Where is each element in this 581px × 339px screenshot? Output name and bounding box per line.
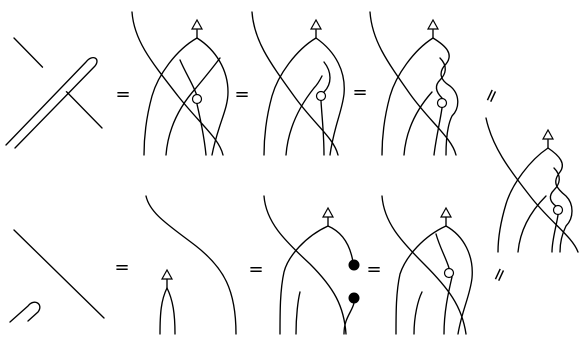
strand-to-node xyxy=(323,61,331,93)
right-panel xyxy=(485,117,579,253)
equals-sign: = xyxy=(366,259,381,280)
strand-long-curve xyxy=(263,195,347,335)
equals-sign: = xyxy=(115,84,130,105)
strand-vertex-left xyxy=(395,225,447,335)
triangle-vertex xyxy=(160,268,174,280)
strand-inner xyxy=(295,291,301,335)
triangle-vertex xyxy=(309,18,323,30)
triangle-vertex xyxy=(190,18,204,30)
strand-to-node xyxy=(179,59,198,97)
strand-vertex-left xyxy=(159,287,168,335)
strand-inner-left xyxy=(517,195,547,253)
strand-long-diagonal xyxy=(369,11,457,156)
equals-sign-rotated: = xyxy=(479,85,504,108)
strand-inner-left xyxy=(285,75,323,156)
strand-vertex-right xyxy=(445,225,473,335)
cap-curve xyxy=(9,301,41,323)
strand-vertex-left xyxy=(279,225,329,335)
strand-to-node xyxy=(435,233,450,269)
equals-sign: = xyxy=(114,257,129,278)
strand-vertex-left xyxy=(497,147,549,253)
strand-vertex-right xyxy=(327,225,354,263)
strand-vertex-right xyxy=(315,37,345,156)
hollow-node xyxy=(552,204,564,216)
hollow-node xyxy=(315,90,327,102)
strand-vertex-right xyxy=(166,287,176,335)
bottom-panel-4 xyxy=(381,195,473,335)
strand-diagonal xyxy=(13,229,105,319)
triangle-vertex xyxy=(426,18,440,30)
hollow-node xyxy=(436,97,448,109)
solid-node xyxy=(348,259,360,271)
top-panel-3 xyxy=(251,11,345,156)
band-outer xyxy=(5,56,98,149)
bottom-panel-1 xyxy=(9,229,105,323)
equals-sign: = xyxy=(352,82,367,103)
strand-long-diagonal xyxy=(485,117,579,253)
bottom-panel-3 xyxy=(263,195,360,335)
strand-inner-left xyxy=(403,91,433,156)
strand-from-node xyxy=(443,276,453,335)
hollow-node xyxy=(191,93,203,105)
hollow-node xyxy=(443,267,455,279)
top-panel-1 xyxy=(5,37,103,149)
triangle-vertex xyxy=(321,206,335,218)
equals-sign: = xyxy=(248,259,263,280)
crossing-gap xyxy=(42,66,68,92)
top-panel-2 xyxy=(131,11,229,156)
triangle-vertex xyxy=(439,206,453,218)
strand-from-node xyxy=(551,214,559,253)
bottom-panel-2 xyxy=(145,195,237,335)
strand-from-node xyxy=(196,103,207,156)
top-panel-4 xyxy=(369,11,459,156)
strand-twist-left xyxy=(435,57,446,99)
strand-vertex-left xyxy=(263,37,317,156)
strand-twist-right xyxy=(547,147,573,253)
solid-node xyxy=(348,292,360,304)
strand-vertex-right xyxy=(196,37,229,156)
strand-long-curve xyxy=(381,195,467,335)
strand-filled-link xyxy=(343,302,355,335)
triangle-vertex xyxy=(541,128,555,140)
equals-sign-rotated: = xyxy=(487,264,512,287)
equals-sign: = xyxy=(234,84,249,105)
strand-twist-left xyxy=(549,167,560,207)
strand-vertex-left xyxy=(381,37,434,156)
strand-long-curve xyxy=(145,195,237,335)
strand-vertex-left xyxy=(143,37,198,156)
strand-from-node xyxy=(320,100,325,156)
strand-inner xyxy=(413,291,423,335)
strand-twist-right xyxy=(432,37,459,156)
strand-inner-left xyxy=(165,57,221,156)
strand-from-node xyxy=(433,107,443,156)
strand-long-diagonal xyxy=(251,11,339,156)
